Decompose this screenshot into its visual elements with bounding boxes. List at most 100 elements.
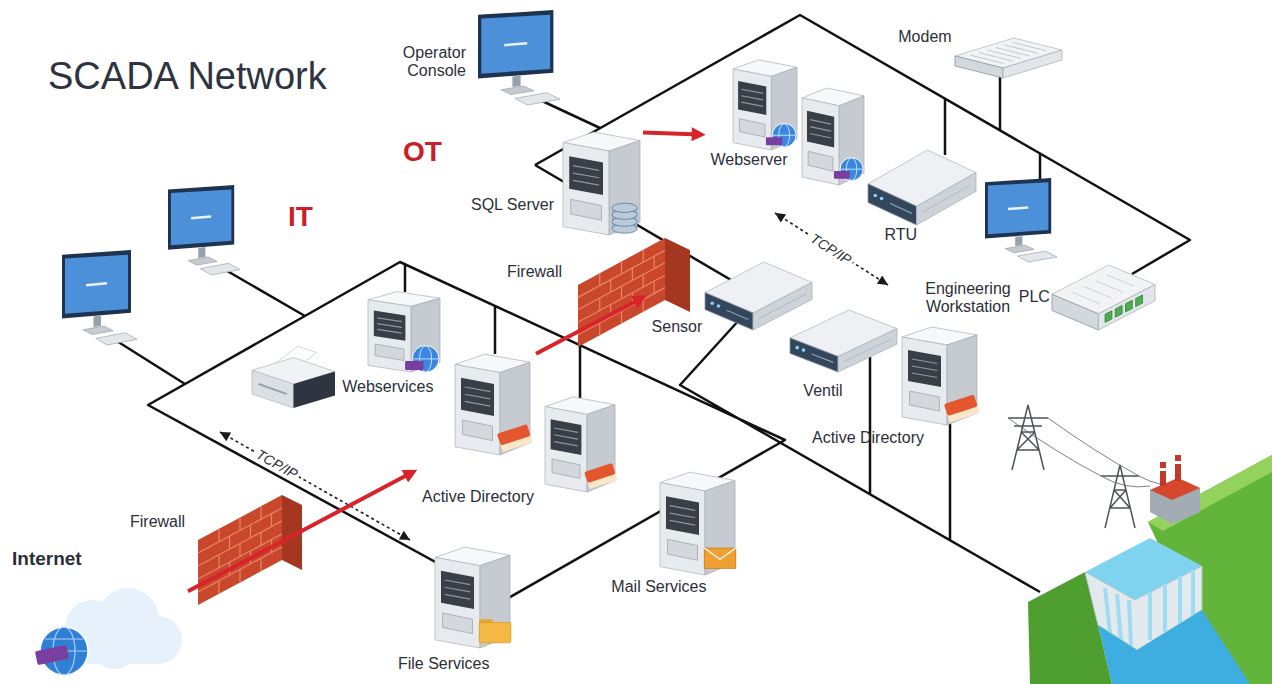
server-slot xyxy=(465,401,491,406)
device-icon xyxy=(1052,265,1155,330)
wall-side xyxy=(665,238,690,312)
network-wire xyxy=(112,15,1190,600)
brick-joint xyxy=(643,275,644,287)
monitor-stand xyxy=(198,247,205,258)
device-front xyxy=(790,338,838,372)
device-label: Operator Console xyxy=(376,44,466,81)
device-icon xyxy=(955,38,1062,78)
brick-joint xyxy=(239,544,240,557)
server-slot xyxy=(810,120,831,124)
book-cover xyxy=(944,395,978,417)
server-icon xyxy=(545,397,618,492)
server-vent xyxy=(739,119,765,137)
device-node: Sensor xyxy=(647,259,815,339)
status-light xyxy=(795,346,799,350)
server-front xyxy=(802,98,839,185)
brick-joint xyxy=(229,536,230,549)
device-slot xyxy=(890,203,912,213)
plant-roof xyxy=(1150,478,1200,500)
device-icon xyxy=(790,310,897,372)
brick-joint xyxy=(599,298,600,310)
chimney-stripe xyxy=(1160,468,1166,471)
server-slot xyxy=(810,127,831,131)
device-side xyxy=(1098,285,1155,331)
server-panel xyxy=(908,350,941,387)
monitor-screen xyxy=(171,190,232,246)
chimney xyxy=(1175,455,1181,481)
server-side xyxy=(609,141,640,236)
server-slot xyxy=(912,366,938,371)
screen-bar xyxy=(86,283,107,285)
plc-port xyxy=(1126,300,1133,312)
attack-arrow xyxy=(643,133,700,135)
attack-arrow xyxy=(188,472,412,591)
device-icon xyxy=(563,130,640,235)
monitor-screen xyxy=(988,182,1049,234)
printer-icon xyxy=(252,346,335,408)
firewall-label: Firewall xyxy=(507,263,562,281)
device-label: Internet xyxy=(12,548,83,570)
device-label: Engineering Workstation xyxy=(913,280,1023,317)
mail-badge xyxy=(704,548,736,568)
hill-top xyxy=(1148,455,1272,531)
brick-joint xyxy=(599,273,600,285)
workstation-icon xyxy=(62,250,137,345)
server-panel xyxy=(738,81,766,115)
cloud-shape xyxy=(35,588,182,675)
server-front xyxy=(435,557,480,648)
device-icon xyxy=(660,470,735,575)
brick-joint xyxy=(654,281,655,293)
device-icon xyxy=(902,325,977,425)
book-cover xyxy=(584,463,616,483)
brick-joint xyxy=(271,514,272,527)
device-label: Webservices xyxy=(341,378,434,396)
server-slot xyxy=(554,442,578,446)
server-slot xyxy=(741,89,763,93)
status-light xyxy=(880,197,884,201)
monitor-stand xyxy=(94,316,102,328)
plc-vent xyxy=(1084,286,1112,298)
monitor-screen xyxy=(481,15,550,74)
server-slot xyxy=(377,324,401,328)
server-slot xyxy=(445,580,471,585)
server-slot xyxy=(465,387,491,392)
server-slot xyxy=(573,173,599,178)
device-label: File Services xyxy=(397,655,490,673)
protocol-label: TCP/IP xyxy=(805,228,857,269)
server-slot xyxy=(445,587,471,592)
server-slot xyxy=(573,180,599,185)
server-front xyxy=(660,483,705,575)
plc-vent xyxy=(1073,292,1101,304)
device-icon xyxy=(733,58,797,150)
globe-equator xyxy=(840,169,862,170)
monitor-base xyxy=(83,326,113,335)
device-label: Active Directory xyxy=(421,488,535,506)
server-side xyxy=(480,555,510,648)
modem-vent xyxy=(987,50,1021,58)
www-tag xyxy=(35,645,69,665)
screen-bar xyxy=(1008,207,1028,209)
server-front xyxy=(455,364,500,455)
power-line xyxy=(1008,418,1160,487)
device-node: Webservices xyxy=(338,287,443,399)
server-slot xyxy=(670,520,696,525)
device-label: RTU xyxy=(884,226,918,244)
device-icon xyxy=(368,290,440,372)
device-node: Mail Services xyxy=(607,467,738,599)
db-disk xyxy=(612,203,637,212)
brick-joint xyxy=(599,323,600,335)
brick-joint xyxy=(643,299,644,311)
server-icon xyxy=(802,88,864,185)
server-vent xyxy=(808,151,833,171)
status-light xyxy=(873,194,877,198)
server-vent xyxy=(463,420,493,441)
keyboard xyxy=(200,263,240,275)
modem-vent xyxy=(996,48,1030,56)
monitor-bezel xyxy=(478,10,553,78)
status-light xyxy=(802,348,806,352)
printer-slot xyxy=(259,384,287,394)
pylon xyxy=(1008,405,1139,528)
brick-joint xyxy=(260,532,261,545)
device-node: PLC xyxy=(1014,262,1158,333)
